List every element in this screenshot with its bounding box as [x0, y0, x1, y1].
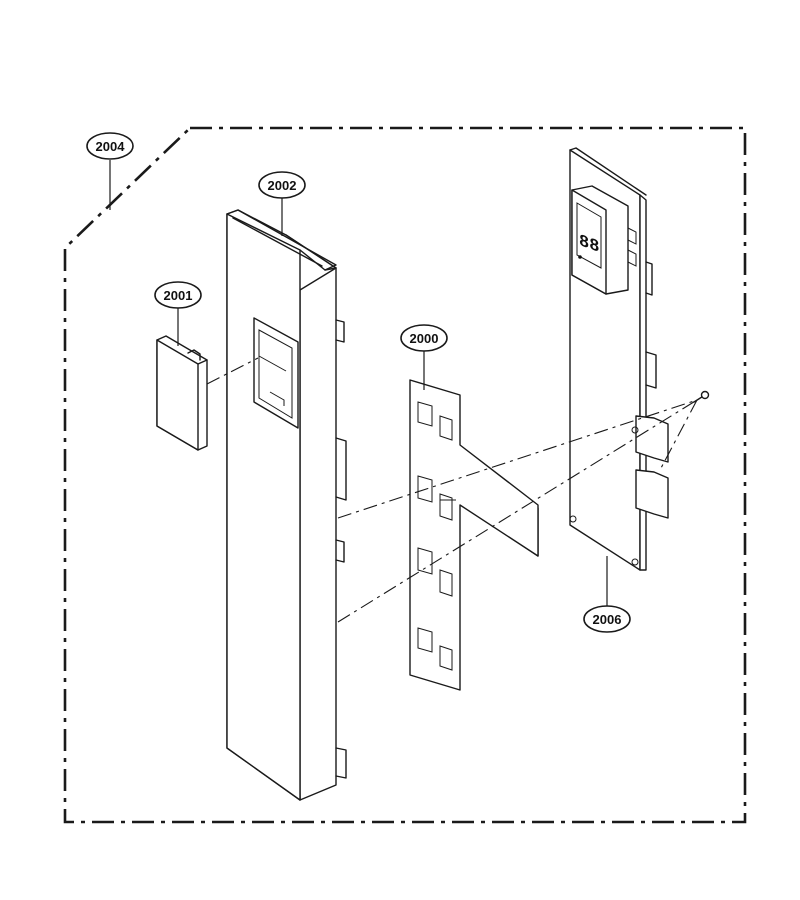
callout-2006-label: 2006	[593, 612, 622, 627]
screw	[693, 390, 710, 403]
assembly-guides	[206, 357, 698, 623]
callout-2001-label: 2001	[164, 288, 193, 303]
callout-2000: 2000	[400, 324, 448, 390]
pcb-board: 88	[569, 147, 669, 571]
callout-2002: 2002	[258, 171, 306, 236]
lcd-display-module: 88	[571, 185, 637, 295]
callout-2004: 2004	[86, 132, 134, 210]
membrane-sheet	[409, 379, 539, 691]
callout-2002-label: 2002	[268, 178, 297, 193]
callout-2004-label: 2004	[96, 139, 126, 154]
callout-2001: 2001	[154, 281, 202, 346]
front-panel	[226, 209, 347, 801]
assembly-boundary	[63, 126, 747, 824]
callout-2000-label: 2000	[410, 331, 439, 346]
callout-2006: 2006	[583, 556, 631, 633]
display-cover	[156, 335, 208, 451]
lcd-digits: 88	[579, 231, 599, 258]
